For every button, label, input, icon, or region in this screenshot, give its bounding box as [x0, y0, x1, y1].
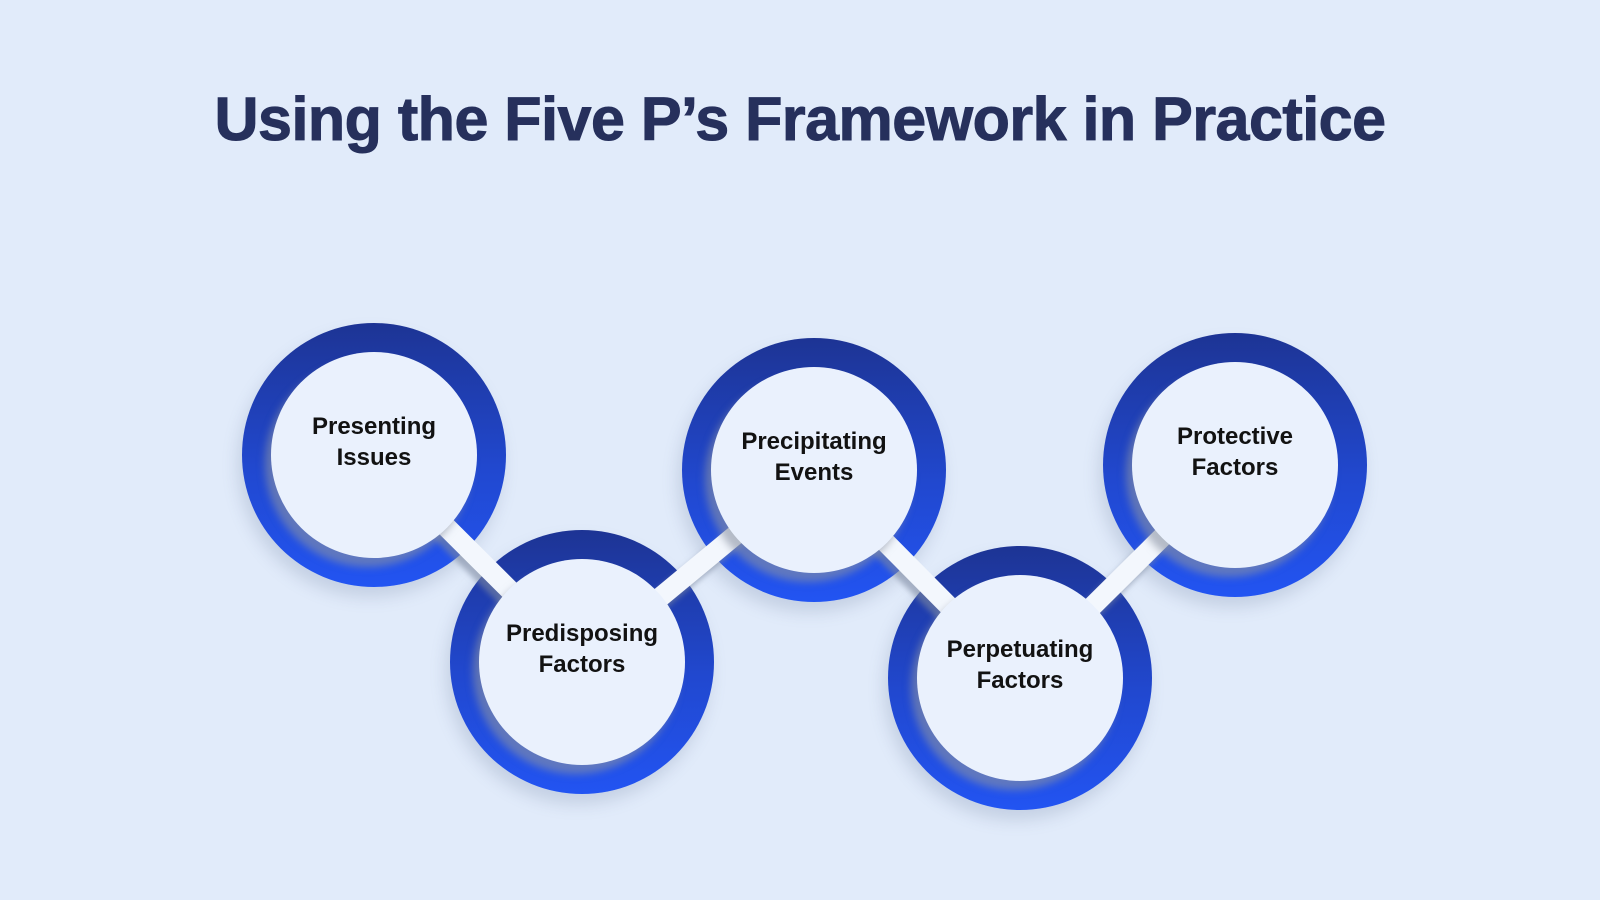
node-label-line: Factors	[1191, 454, 1279, 481]
node-label-line: Presenting	[311, 413, 437, 440]
page-title: Using the Five P’s Framework in Practice	[214, 85, 1387, 154]
node-label-line: Precipitating	[741, 428, 887, 455]
node-label-line: Perpetuating	[946, 636, 1094, 663]
node-label-line: Predisposing	[505, 620, 659, 647]
node-label-line: Protective	[1176, 423, 1294, 450]
node-label-line: Issues	[336, 444, 412, 471]
node-label-line: Factors	[538, 651, 626, 678]
node-label-line: Events	[774, 459, 854, 486]
node-label-line: Factors	[976, 667, 1064, 694]
